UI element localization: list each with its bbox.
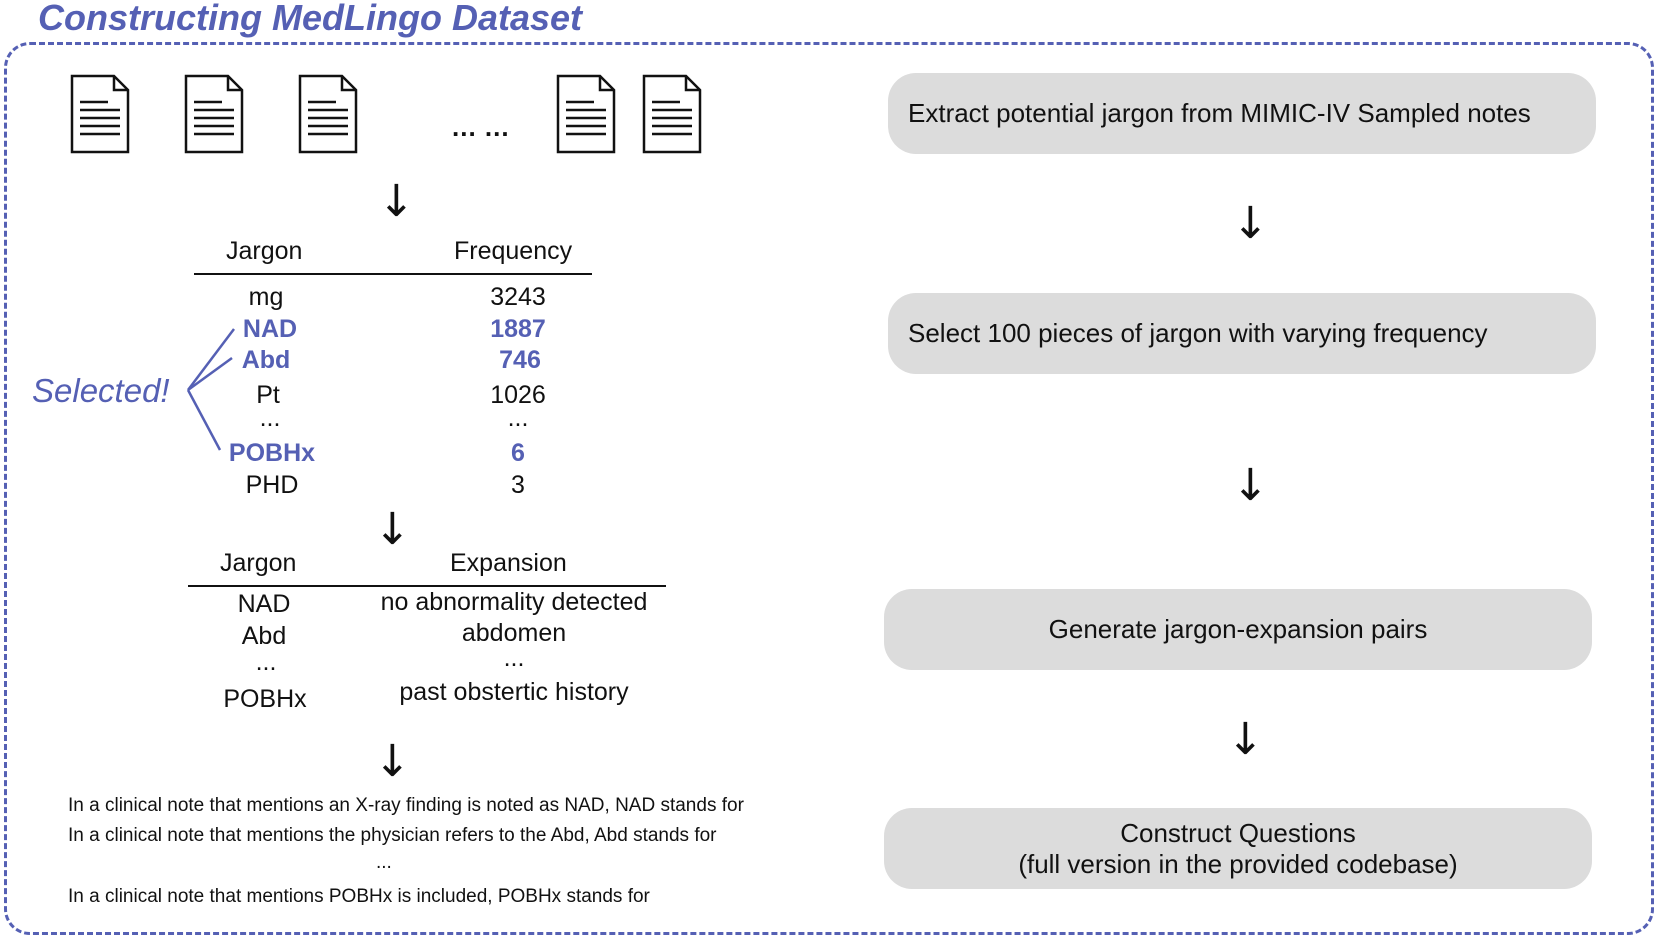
document-icon	[642, 74, 702, 154]
page-title: Constructing MedLingo Dataset	[38, 0, 583, 38]
document-icon	[298, 74, 358, 154]
frequency-jargon-cell-selected: NAD	[242, 315, 298, 343]
step-label: Generate jargon-expansion pairs	[1048, 614, 1428, 644]
dashed-frame	[4, 42, 1654, 935]
selected-label: Selected!	[32, 372, 170, 409]
expansion-jargon-cell: ...	[255, 648, 277, 676]
frequency-value-cell: 3243	[490, 283, 546, 311]
frequency-table-rule	[194, 273, 592, 275]
expansion-jargon-cell: NAD	[237, 590, 291, 618]
down-arrow-icon: ↓	[1232, 198, 1269, 249]
frequency-table-header-jargon: Jargon	[226, 237, 303, 265]
frequency-table-header-frequency: Frequency	[454, 237, 573, 265]
down-arrow-icon: ↓	[1227, 714, 1264, 765]
expansion-jargon-cell: Abd	[241, 622, 287, 650]
question-text: In a clinical note that mentions POBHx i…	[68, 886, 650, 907]
expansion-jargon-cell: POBHx	[223, 685, 307, 713]
expansion-table-header-expansion: Expansion	[450, 549, 567, 577]
question-ellipsis: ...	[376, 852, 392, 873]
expansion-table-rule	[188, 585, 666, 587]
expansion-value-cell: abdomen	[461, 619, 567, 647]
question-text: In a clinical note that mentions an X-ra…	[68, 795, 744, 816]
frequency-jargon-cell: ...	[259, 404, 281, 432]
frequency-jargon-cell: Pt	[256, 381, 280, 409]
step-construct-questions: Construct Questions (full version in the…	[884, 808, 1592, 889]
frequency-jargon-cell-selected: Abd	[241, 346, 291, 374]
down-arrow-icon: ↓	[374, 736, 411, 787]
step-label: Construct Questions	[1120, 817, 1356, 848]
frequency-value-cell: 3	[511, 471, 525, 499]
frequency-value-cell-selected: 1887	[490, 315, 546, 343]
frequency-jargon-cell: PHD	[245, 471, 299, 499]
down-arrow-icon: ↓	[374, 504, 411, 555]
frequency-value-cell: 1026	[490, 381, 546, 409]
document-icon	[184, 74, 244, 154]
step-select-jargon: Select 100 pieces of jargon with varying…	[888, 293, 1596, 374]
step-label: Extract potential jargon from MIMIC-IV S…	[908, 98, 1531, 128]
down-arrow-icon: ↓	[1232, 460, 1269, 511]
expansion-value-cell: no abnormality detected	[380, 588, 648, 616]
expansion-table-header-jargon: Jargon	[220, 549, 297, 577]
expansion-value-cell: past obstertic history	[399, 678, 629, 706]
frequency-jargon-cell: mg	[248, 283, 284, 311]
frequency-value-cell-selected: 746	[499, 346, 541, 374]
selection-bracket-icon	[186, 328, 235, 451]
document-icon	[556, 74, 616, 154]
down-arrow-icon: ↓	[378, 176, 415, 227]
step-extract-jargon: Extract potential jargon from MIMIC-IV S…	[888, 73, 1596, 154]
step-label: Select 100 pieces of jargon with varying…	[908, 318, 1488, 348]
documents-ellipsis: ... ...	[452, 112, 510, 142]
step-generate-pairs: Generate jargon-expansion pairs	[884, 589, 1592, 670]
frequency-value-cell-selected: 6	[511, 439, 525, 467]
step-sublabel: (full version in the provided codebase)	[1018, 848, 1458, 879]
frequency-value-cell: ...	[507, 404, 529, 432]
expansion-value-cell: ...	[503, 644, 525, 672]
document-icon	[70, 74, 130, 154]
question-text: In a clinical note that mentions the phy…	[68, 825, 717, 846]
frequency-jargon-cell-selected: POBHx	[228, 439, 316, 467]
